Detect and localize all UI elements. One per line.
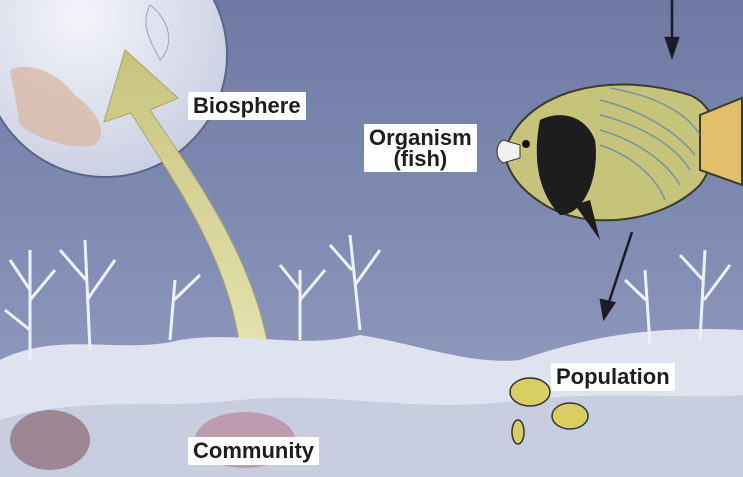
organism-label-line2: (fish) (369, 148, 472, 169)
community-label: Community (188, 437, 319, 465)
organism-label-line1: Organism (369, 127, 472, 148)
biosphere-label: Biosphere (188, 92, 306, 120)
population-label: Population (551, 363, 675, 391)
organism-label: Organism (fish) (364, 124, 477, 172)
